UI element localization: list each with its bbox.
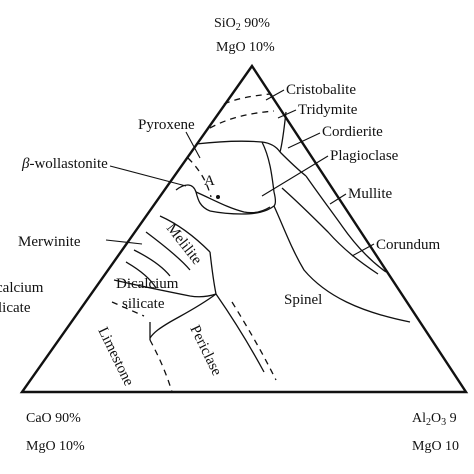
leader-mullite	[329, 193, 347, 205]
label-limestone: Limestone	[94, 325, 136, 389]
boundary-mullite-lower	[281, 187, 379, 275]
boundary-cordierite-bottom	[279, 151, 307, 177]
boundary-plagioclase-left	[195, 191, 271, 214]
boundary-merwinite-2	[125, 261, 157, 289]
label-tridymite: Tridymite	[298, 102, 358, 118]
vertex-top-label: SiO2 90%	[214, 16, 270, 33]
point-a-marker	[216, 195, 220, 199]
boundary-melilite-upper	[159, 215, 211, 253]
boundary-periclase-dashed-right	[231, 301, 277, 381]
label-periclase: Periclase	[186, 323, 224, 379]
boundary-melilite-lower	[145, 231, 191, 271]
vertex-right-label: Al2O3 9	[412, 411, 457, 428]
leader-pyroxene	[185, 131, 201, 159]
label-dicalcium-1: Dicalcium	[116, 276, 179, 292]
label-cordierite: Cordierite	[322, 124, 383, 140]
leader-tridymite	[277, 109, 297, 119]
vertex-right-label-2: MgO 10	[412, 439, 459, 454]
boundary-silica-field	[195, 140, 281, 153]
label-merwinite: Merwinite	[18, 234, 81, 250]
boundary-pyroxene-dashed	[187, 157, 212, 198]
boundary-dicalcium-right	[149, 293, 217, 339]
label-cristobalite: Cristobalite	[286, 82, 356, 98]
label-pyroxene: Pyroxene	[138, 117, 195, 133]
leader-corundum	[351, 243, 375, 257]
label-spinel: Spinel	[284, 292, 322, 308]
ternary-triangle	[19, 63, 469, 394]
leader-merwinite	[105, 239, 143, 245]
leader-cordierite	[287, 132, 321, 149]
leader-cristobalite	[265, 89, 285, 101]
label-dicalcium-2: silicate	[122, 296, 165, 312]
boundary-merwinite	[133, 249, 171, 277]
boundary-periclase-dashed-left	[149, 339, 173, 393]
boundary-limestone-dashed	[111, 301, 145, 317]
boundary-periclase-spinel	[215, 293, 265, 373]
vertex-left-label: CaO 90%	[26, 411, 81, 426]
label-melilite: Melilite	[163, 221, 205, 269]
boundary-cordierite-left	[261, 141, 275, 193]
boundary-mullite-upper	[305, 175, 387, 273]
label-point-a: A	[204, 173, 215, 189]
label-wollastonite: β-wollastonite	[21, 156, 108, 172]
leader-plagioclase	[261, 155, 329, 197]
boundary-cordierite-right	[279, 111, 287, 153]
boundary-cordierite-to-spinel	[273, 191, 277, 207]
boundary-tridymite-dashed	[209, 110, 275, 129]
label-corundum: Corundum	[376, 237, 441, 253]
boundary-corundum-spinel	[273, 205, 411, 323]
boundary-cristobalite-tridymite	[223, 93, 271, 105]
boundary-dicalcium-upper	[113, 279, 217, 298]
vertex-left-label-2: MgO 10%	[26, 439, 85, 454]
boundary-melilite-spinel	[209, 251, 217, 295]
boundary-plagioclase-lower	[209, 205, 275, 215]
label-dicalcium-left-1: calcium	[0, 280, 44, 296]
leader-wollastonite	[109, 165, 187, 187]
label-dicalcium-left-2: licate	[0, 300, 31, 316]
vertex-top-label-2: MgO 10%	[216, 40, 275, 55]
label-mullite: Mullite	[348, 186, 393, 202]
label-plagioclase: Plagioclase	[330, 148, 399, 164]
